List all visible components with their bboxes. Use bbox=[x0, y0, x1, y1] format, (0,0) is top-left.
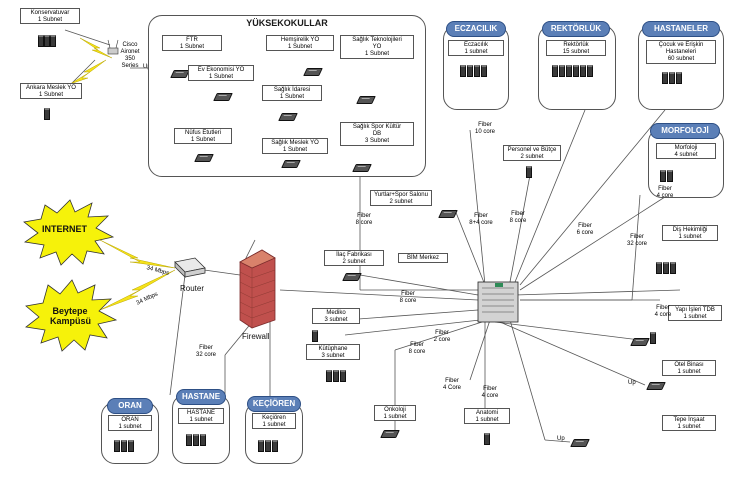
up-tag: Up bbox=[143, 64, 151, 70]
node-name: Ankara Meslek YO bbox=[26, 85, 76, 91]
node-konservatuvar[interactable]: Konservatuvar 1 Subnet bbox=[20, 8, 80, 24]
internet-burst-icon bbox=[23, 199, 115, 266]
node-subnet: 1 Subnet bbox=[38, 92, 64, 98]
up-tag-tepe: Up bbox=[557, 436, 565, 442]
group-title-rektorluk: REKTÖRLÜK bbox=[542, 21, 610, 37]
group-title-hastaneler: HASTANELER bbox=[642, 21, 720, 37]
group-title-morfoloji: MORFOLOJİ bbox=[650, 123, 720, 139]
group-title-kecioren: KEÇİÖREN bbox=[247, 396, 301, 412]
group-title: YÜKSEKOKULLAR bbox=[246, 18, 328, 28]
group-hastane bbox=[172, 394, 230, 464]
router-label: Router bbox=[180, 284, 205, 293]
node-ankara[interactable]: Ankara Meslek YO 1 Subnet bbox=[20, 83, 82, 99]
node-bim-merkez[interactable]: BİM Merkez bbox=[398, 253, 448, 263]
node-subnet: 1 Subnet bbox=[37, 17, 63, 23]
firewall-label: Firewall bbox=[242, 332, 270, 341]
router-icon bbox=[174, 257, 206, 278]
lightning-icon bbox=[79, 37, 113, 59]
beytepe-burst-icon bbox=[25, 279, 118, 352]
lightning-icon bbox=[99, 239, 176, 269]
lightning-icon bbox=[69, 59, 107, 85]
firewall-icon bbox=[239, 249, 276, 329]
group-title-eczacilik: ECZACILIK bbox=[446, 21, 506, 37]
wireless-ap-icon bbox=[107, 39, 119, 55]
group-title-oran: ORAN bbox=[107, 398, 153, 414]
core-switch-icon bbox=[477, 281, 519, 323]
node-name: Konservatuvar bbox=[30, 10, 70, 16]
internet-label: INTERNET bbox=[42, 224, 87, 234]
lightning-icon bbox=[99, 269, 176, 311]
group-title-hastane: HASTANE bbox=[176, 389, 226, 405]
group-morfoloji bbox=[648, 128, 724, 198]
up-tag-otel: Up bbox=[628, 380, 636, 386]
group-hastaneler bbox=[638, 25, 724, 110]
group-kecioren bbox=[245, 402, 303, 464]
